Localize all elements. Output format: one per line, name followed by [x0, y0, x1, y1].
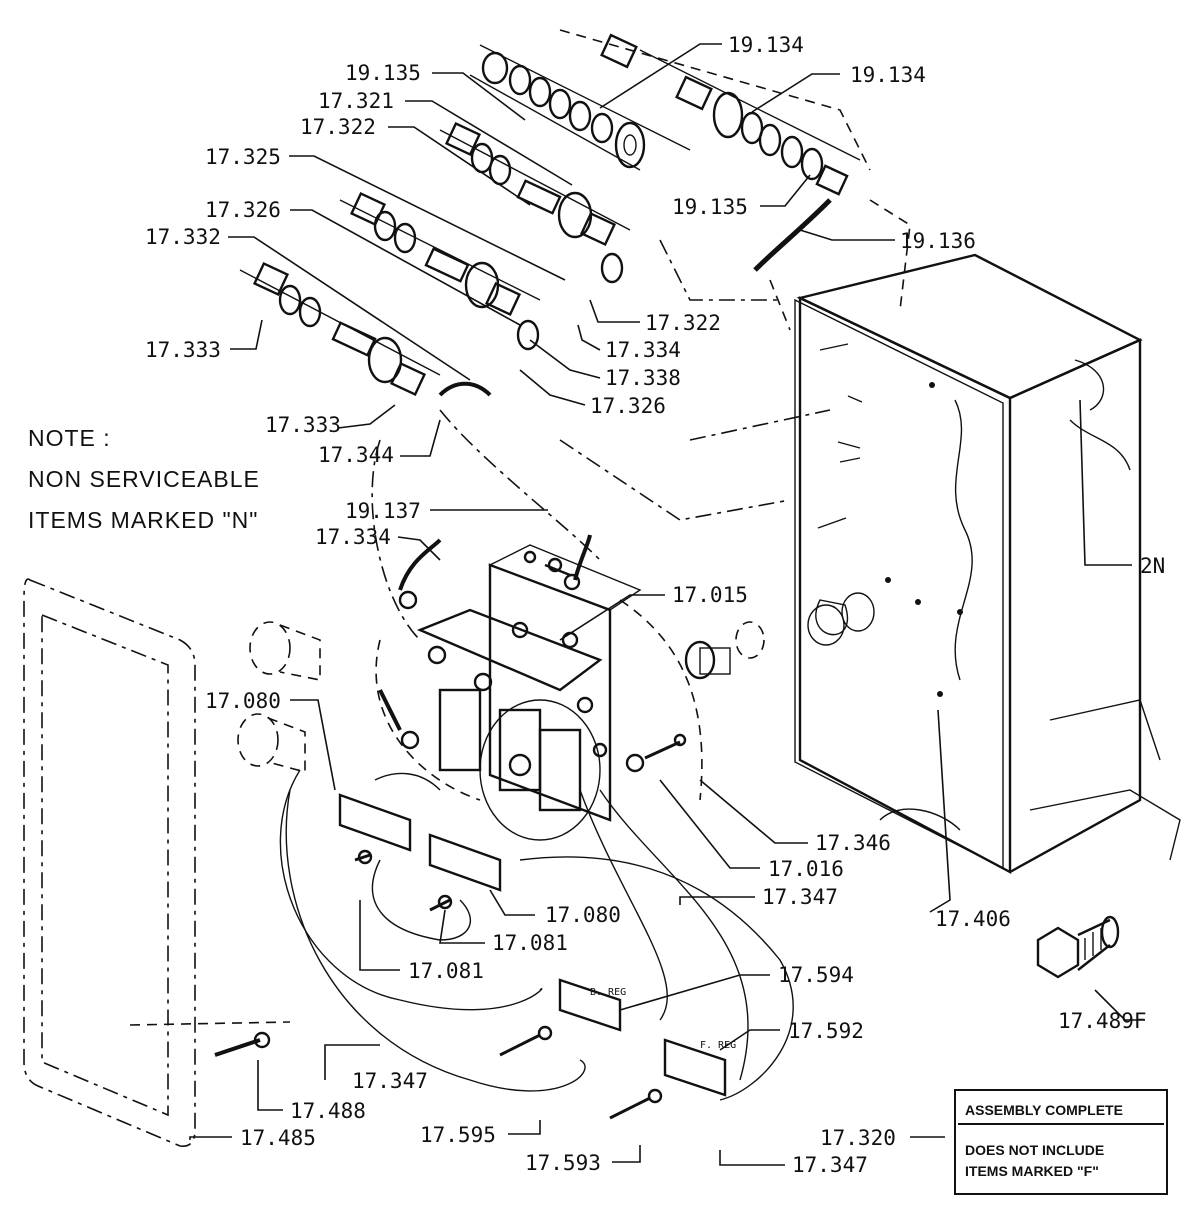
callout-17-595: 17.595: [420, 1123, 496, 1147]
callout-17-015: 17.015: [672, 583, 748, 607]
callout-17-322-b: 17.322: [645, 311, 721, 335]
note-block: NOTE : NON SERVICEABLE ITEMS MARKED "N": [28, 425, 260, 533]
callout-17-334-b: 17.334: [315, 525, 391, 549]
callout-17-080-a: 17.080: [205, 689, 281, 713]
callout-17-333-a: 17.333: [145, 338, 221, 362]
terminal-blocks: B. REG F. REG: [129, 769, 794, 1120]
note-line-2: ITEMS MARKED "N": [28, 507, 258, 533]
assembly-box-line-1: ASSEMBLY COMPLETE: [965, 1102, 1123, 1118]
callout-19-136: 19.136: [900, 229, 976, 253]
enclosure-housing: [794, 253, 1181, 874]
callout-19-134-a: 19.134: [728, 33, 804, 57]
stack-row-4: [339, 191, 541, 351]
callout-19-135-b: 19.135: [672, 195, 748, 219]
note-title: NOTE :: [28, 425, 111, 451]
callout-17-488: 17.488: [290, 1099, 366, 1123]
callout-17-321: 17.321: [318, 89, 394, 113]
plugs-and-connectors: [237, 621, 765, 774]
relay-assembly: [375, 534, 703, 841]
terminal-stacks: [239, 33, 861, 397]
callout-17-080-b: 17.080: [545, 903, 621, 927]
bolt-17-489f: [1036, 915, 1120, 979]
leader-lines: [189, 43, 1145, 1166]
callout-17-320: 17.320: [820, 1126, 896, 1150]
jumper-strap: [753, 198, 832, 272]
callout-17-344: 17.344: [318, 443, 394, 467]
callout-17-016: 17.016: [768, 857, 844, 881]
note-line-1: NON SERVICEABLE: [28, 466, 260, 492]
callout-17-592: 17.592: [788, 1019, 864, 1043]
callout-17-346: 17.346: [815, 831, 891, 855]
callout-17-325: 17.325: [205, 145, 281, 169]
callout-17-081-a: 17.081: [492, 931, 568, 955]
callout-19-135-a: 19.135: [345, 61, 421, 85]
callout-17-406: 17.406: [935, 907, 1011, 931]
front-cover: [23, 578, 196, 1147]
callout-17-334-a: 17.334: [605, 338, 681, 362]
reg-label-lower: F. REG: [700, 1040, 736, 1051]
construction-lines: [371, 29, 911, 641]
callout-2n: 2N: [1140, 554, 1165, 578]
stack-row-5: [239, 261, 492, 397]
callout-labels: 19.134 19.134 19.135 17.321 17.322 17.32…: [145, 33, 1165, 1177]
callout-17-347-a: 17.347: [762, 885, 838, 909]
callout-17-594: 17.594: [778, 963, 854, 987]
callout-17-081-b: 17.081: [408, 959, 484, 983]
callout-17-347-b: 17.347: [352, 1069, 428, 1093]
callout-19-134-b: 19.134: [850, 63, 926, 87]
callout-17-322-a: 17.322: [300, 115, 376, 139]
assembly-box: ASSEMBLY COMPLETE DOES NOT INCLUDE ITEMS…: [954, 1089, 1168, 1195]
callout-17-485: 17.485: [240, 1126, 316, 1150]
callout-17-347-c: 17.347: [792, 1153, 868, 1177]
callout-17-338: 17.338: [605, 366, 681, 390]
stack-row-3: [439, 121, 631, 284]
stack-row-2: [600, 33, 861, 196]
callout-17-333-b: 17.333: [265, 413, 341, 437]
callout-17-489f: 17.489F: [1058, 1009, 1147, 1033]
callout-17-326-a: 17.326: [205, 198, 281, 222]
assembly-box-line-2: DOES NOT INCLUDE: [965, 1142, 1104, 1158]
reg-label-upper: B. REG: [590, 987, 626, 998]
callout-19-137: 19.137: [345, 499, 421, 523]
callout-17-326-b: 17.326: [590, 394, 666, 418]
callout-17-593: 17.593: [525, 1151, 601, 1175]
callout-17-332: 17.332: [145, 225, 221, 249]
stack-row-1: [469, 44, 691, 171]
assembly-box-line-3: ITEMS MARKED "F": [965, 1163, 1099, 1179]
